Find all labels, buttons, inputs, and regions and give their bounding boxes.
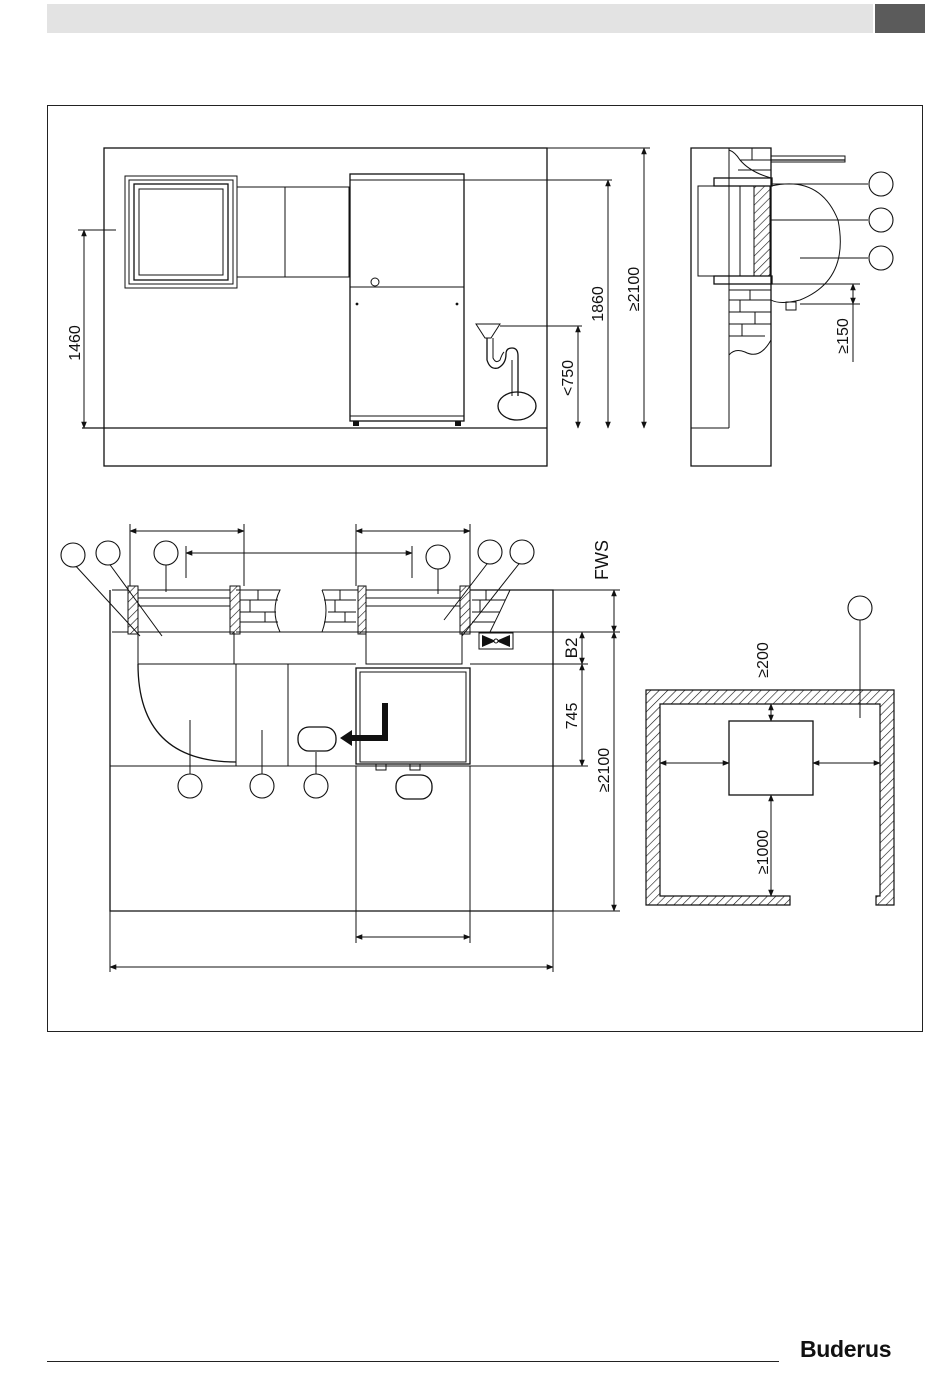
plan-duct-right <box>236 586 553 664</box>
plan-duct-left <box>128 586 356 766</box>
heat-pump-unit-front <box>350 174 464 426</box>
brand-logo: Buderus <box>800 1336 891 1363</box>
airflow-arrow <box>348 703 385 738</box>
front-wall-duct <box>125 176 349 288</box>
dim-label-745: 745 <box>564 703 581 730</box>
dim-label-150: ≥150 <box>835 318 852 354</box>
dim-label-1460: 1460 <box>67 325 84 361</box>
dim-label-1000: ≥1000 <box>755 830 772 874</box>
callout-room-plan <box>848 596 872 620</box>
front-view: 1460 <750 1860 ≥2100 <box>67 148 650 466</box>
callout-side-1 <box>869 172 893 196</box>
fan-symbol <box>479 633 513 649</box>
plan-view: FWS B2 745 ≥2100 <box>61 524 620 972</box>
callout-side-2 <box>869 208 893 232</box>
plan-callouts-bottom <box>178 720 328 798</box>
dim-label-750: <750 <box>560 360 577 396</box>
drain-siphon <box>476 324 536 420</box>
callout-side-3 <box>869 246 893 270</box>
dim-label-2100-front: ≥2100 <box>626 267 643 311</box>
room-plan-unit <box>729 721 813 795</box>
label-fws: FWS <box>592 540 612 580</box>
front-view-room-outline <box>104 148 547 466</box>
room-plan: ≥200 ≥1000 <box>646 596 894 905</box>
dim-label-200: ≥200 <box>755 642 772 678</box>
dim-label-2100-plan: ≥2100 <box>596 748 613 792</box>
dim-label-b2: B2 <box>562 638 581 659</box>
dim-label-1860: 1860 <box>590 286 607 322</box>
side-view: ≥150 <box>691 148 893 466</box>
footer-rule <box>47 1361 779 1362</box>
